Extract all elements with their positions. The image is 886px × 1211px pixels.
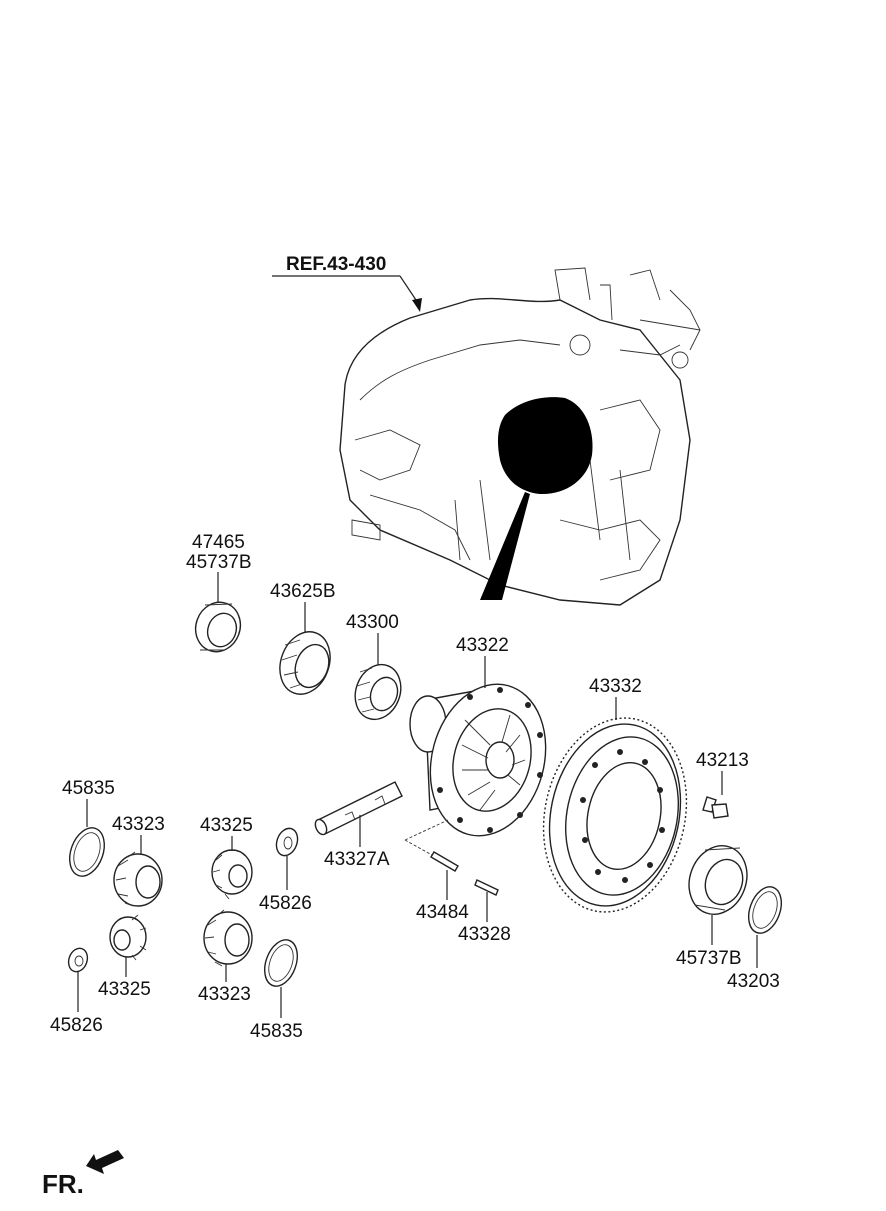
label-45835-left[interactable]: 45835 — [62, 778, 115, 799]
label-43625b[interactable]: 43625B — [270, 581, 336, 602]
side-gear-left-part — [113, 851, 163, 907]
label-45737b-right[interactable]: 45737B — [676, 948, 742, 969]
ring-gear-bolt-part — [702, 796, 729, 819]
washer-bottom-part — [67, 947, 89, 973]
label-43325-bottom[interactable]: 43325 — [98, 979, 151, 1000]
washer-mid-part — [275, 827, 299, 857]
label-43332[interactable]: 43332 — [589, 676, 642, 697]
speedometer-gear-part — [354, 663, 402, 721]
front-arrow-icon — [86, 1150, 124, 1174]
bearing-left-part — [194, 601, 242, 653]
ring-gear-part — [542, 717, 688, 913]
label-45737b-top[interactable]: 45737B — [186, 552, 252, 573]
label-45826-bottom[interactable]: 45826 — [50, 1015, 103, 1036]
label-43328[interactable]: 43328 — [458, 924, 511, 945]
pinion-shaft-part — [314, 781, 403, 836]
thrust-washer-left-part — [69, 827, 105, 877]
ref-label[interactable]: REF.43-430 — [286, 254, 386, 275]
differential-case-part — [409, 683, 547, 837]
thrust-washer-mid-part — [263, 939, 299, 987]
side-gear-mid-part — [203, 909, 253, 967]
shim-ring-part — [747, 886, 783, 934]
lock-pin-part — [430, 851, 459, 872]
label-43213[interactable]: 43213 — [696, 750, 749, 771]
label-43322[interactable]: 43322 — [456, 635, 509, 656]
ref-arrow-icon — [412, 298, 422, 312]
label-43323-mid[interactable]: 43323 — [198, 984, 251, 1005]
label-43325-mid[interactable]: 43325 — [200, 815, 253, 836]
transaxle-housing — [339, 267, 701, 606]
front-label: FR. — [42, 1169, 84, 1199]
pinion-gear-bottom-part — [109, 914, 147, 961]
bearing-right-part — [688, 845, 748, 915]
roll-pin-part — [474, 879, 499, 896]
label-43323-left[interactable]: 43323 — [112, 814, 165, 835]
label-47465[interactable]: 47465 — [192, 532, 245, 553]
label-45835-bottom[interactable]: 45835 — [250, 1021, 303, 1042]
pinion-gear-mid-part — [211, 849, 253, 900]
label-45826-mid[interactable]: 45826 — [259, 893, 312, 914]
label-43327a[interactable]: 43327A — [324, 849, 390, 870]
label-43300[interactable]: 43300 — [346, 612, 399, 633]
label-43203[interactable]: 43203 — [727, 971, 780, 992]
bearing-race-part — [279, 631, 331, 695]
label-43484[interactable]: 43484 — [416, 902, 469, 923]
